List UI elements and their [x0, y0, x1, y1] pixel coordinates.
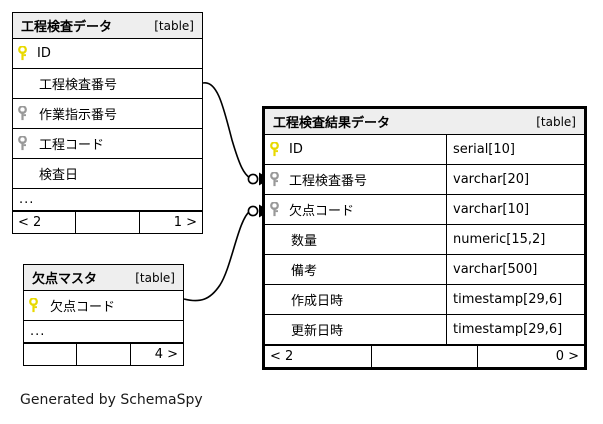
table-footer: < 2 0 >	[265, 345, 584, 367]
column-type: varchar[10]	[446, 195, 584, 224]
table-header: 工程検査データ [table]	[13, 13, 202, 39]
table-type-tag: [table]	[536, 114, 576, 129]
connector-circle-defect-code	[247, 205, 259, 217]
table-row[interactable]: 欠点コード	[24, 291, 183, 321]
column-name: 作成日時	[291, 294, 344, 309]
table-process-inspection-data[interactable]: 工程検査データ [table] ID 工程検査番号	[12, 12, 203, 234]
table-row[interactable]: ID	[13, 39, 202, 69]
table-footer: 4 >	[24, 343, 183, 365]
no-key-spacer	[13, 159, 31, 188]
table-title: 工程検査データ	[21, 20, 113, 35]
column-name: 欠点コード	[50, 300, 116, 315]
foreign-key-icon	[13, 99, 31, 128]
column-type: varchar[20]	[446, 165, 584, 194]
diagram-caption: Generated by SchemaSpy	[20, 392, 203, 408]
table-row[interactable]: 工程検査番号 varchar[20]	[265, 165, 584, 195]
column-name: 数量	[291, 234, 318, 249]
column-name: 備考	[291, 264, 318, 279]
column-type: numeric[15,2]	[446, 225, 584, 254]
connector-line-inspection-number	[202, 82, 251, 179]
table-type-tag: [table]	[135, 270, 175, 285]
connector-line-defect-code	[183, 210, 251, 302]
footer-outgoing-count[interactable]: 4 >	[129, 344, 183, 365]
column-type: varchar[500]	[446, 255, 584, 284]
table-row[interactable]: 数量 numeric[15,2]	[265, 225, 584, 255]
foreign-key-icon	[265, 165, 283, 194]
no-key-spacer	[265, 255, 283, 284]
connector-circle-inspection-number	[247, 173, 259, 185]
foreign-key-icon	[265, 195, 283, 224]
footer-middle	[76, 344, 129, 365]
table-header: 欠点マスタ [table]	[24, 265, 183, 291]
table-type-tag: [table]	[154, 18, 194, 33]
footer-incoming-count[interactable]: < 2	[270, 349, 294, 364]
column-name: ID	[289, 142, 303, 157]
column-name: 更新日時	[291, 324, 344, 339]
column-name: ID	[37, 46, 51, 61]
table-title: 欠点マスタ	[32, 272, 98, 287]
footer-incoming-count[interactable]: < 2	[18, 215, 42, 230]
primary-key-icon	[265, 135, 283, 164]
table-row[interactable]: 備考 varchar[500]	[265, 255, 584, 285]
foreign-key-icon	[13, 129, 31, 158]
footer-middle	[75, 212, 138, 233]
table-row[interactable]: 工程検査番号	[13, 69, 202, 99]
more-columns-indicator: ...	[24, 321, 183, 343]
no-key-spacer	[265, 315, 283, 344]
primary-key-icon	[24, 291, 42, 320]
column-name: 工程検査番号	[289, 174, 368, 189]
primary-key-icon	[13, 39, 31, 68]
table-footer: < 2 1 >	[13, 211, 202, 233]
table-row[interactable]: 検査日	[13, 159, 202, 189]
no-key-spacer	[265, 285, 283, 314]
column-type: timestamp[29,6]	[446, 315, 584, 344]
more-columns-indicator: ...	[13, 189, 202, 211]
column-type: serial[10]	[446, 135, 584, 164]
column-name: 欠点コード	[289, 204, 355, 219]
footer-middle	[370, 346, 478, 367]
no-key-spacer	[265, 225, 283, 254]
column-name: 検査日	[39, 168, 79, 183]
table-row[interactable]: 作成日時 timestamp[29,6]	[265, 285, 584, 315]
table-defect-master[interactable]: 欠点マスタ [table] 欠点コード ... 4 >	[23, 264, 184, 366]
footer-outgoing-count[interactable]: 0 >	[477, 346, 584, 367]
table-process-inspection-result-data[interactable]: 工程検査結果データ [table] ID serial[10]	[262, 106, 587, 370]
table-row[interactable]: 更新日時 timestamp[29,6]	[265, 315, 584, 345]
footer-incoming-count[interactable]	[24, 344, 76, 365]
column-name: 工程検査番号	[39, 78, 118, 93]
column-name: 作業指示番号	[39, 108, 118, 123]
column-name: 工程コード	[39, 138, 105, 153]
column-type: timestamp[29,6]	[446, 285, 584, 314]
footer-outgoing-count[interactable]: 1 >	[138, 212, 202, 233]
table-title: 工程検査結果データ	[273, 116, 391, 131]
table-row[interactable]: ID serial[10]	[265, 135, 584, 165]
table-row[interactable]: 工程コード	[13, 129, 202, 159]
table-row[interactable]: 欠点コード varchar[10]	[265, 195, 584, 225]
table-header: 工程検査結果データ [table]	[265, 109, 584, 135]
no-key-spacer	[13, 69, 31, 98]
table-row[interactable]: 作業指示番号	[13, 99, 202, 129]
